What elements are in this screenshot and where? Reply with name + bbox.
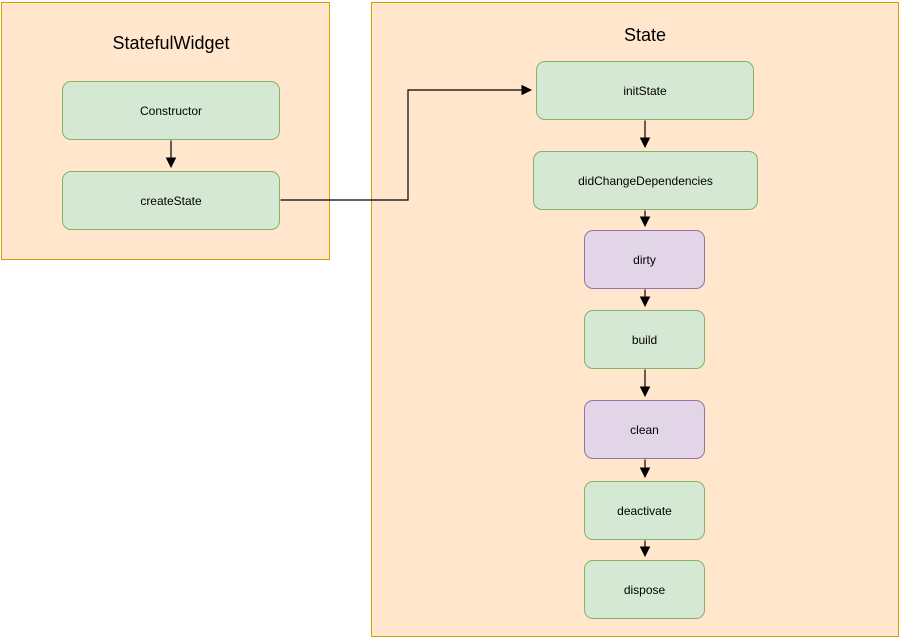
node-build-label: build (631, 332, 658, 347)
node-constructor-label: Constructor (139, 103, 203, 118)
node-clean-label: clean (630, 422, 659, 437)
node-dispose-label: dispose (623, 582, 666, 597)
node-createstate[interactable]: createState (62, 171, 280, 230)
node-initstate[interactable]: initState (536, 61, 754, 120)
node-constructor[interactable]: Constructor (62, 81, 280, 140)
container-statefulwidget-title: StatefulWidget (112, 33, 230, 53)
node-createstate-label: createState (140, 193, 202, 208)
node-didchangedependencies[interactable]: didChangeDependencies (533, 151, 758, 210)
node-dirty-label: dirty (633, 252, 656, 267)
node-deactivate-label: deactivate (617, 503, 672, 518)
node-dirty[interactable]: dirty (584, 230, 705, 289)
node-initstate-label: initState (623, 83, 667, 98)
node-build[interactable]: build (584, 310, 705, 369)
node-clean[interactable]: clean (584, 400, 705, 459)
node-didchangedependencies-label: didChangeDependencies (578, 173, 713, 188)
container-state-title: State (623, 25, 667, 45)
node-deactivate[interactable]: deactivate (584, 481, 705, 540)
node-dispose[interactable]: dispose (584, 560, 705, 619)
